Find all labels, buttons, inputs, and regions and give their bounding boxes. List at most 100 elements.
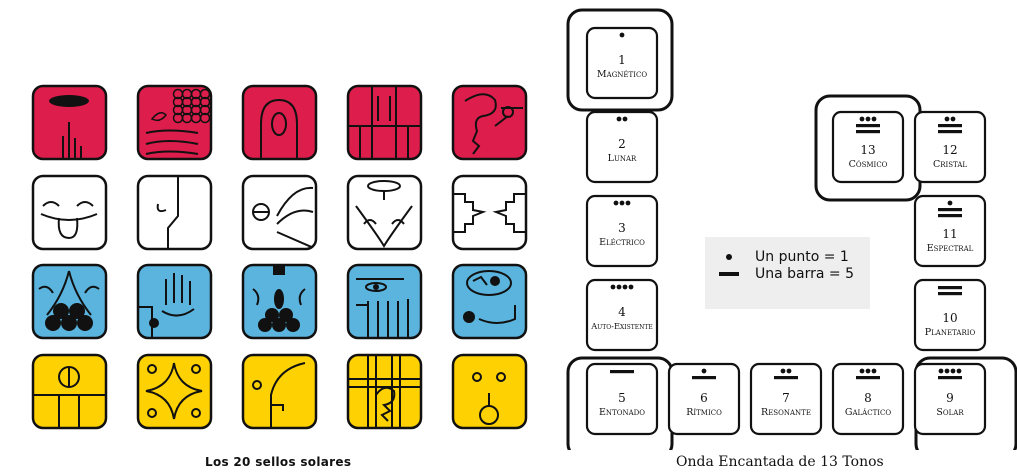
tone-number: 8 (864, 391, 872, 405)
tone-name: Entonado (599, 407, 645, 418)
dot-symbol (950, 116, 956, 122)
tone-number: 9 (946, 391, 954, 405)
dot-symbol (859, 368, 865, 374)
tone-number: 5 (618, 391, 626, 405)
tone-number: 3 (618, 221, 626, 235)
tone-name: Cristal (933, 159, 967, 170)
tone-number: 12 (942, 143, 957, 157)
star-seal-icon (241, 174, 318, 251)
dot-symbol (950, 368, 956, 374)
monkey-seal-icon (31, 263, 108, 340)
eagle-seal-icon (451, 263, 528, 340)
sun-seal-icon (451, 353, 528, 430)
solar-seals-grid (31, 84, 528, 430)
tone-number: 4 (618, 305, 626, 319)
night-seal-icon (241, 84, 318, 161)
wave-caption: Onda Encantada de 13 Tonos (676, 454, 884, 470)
wind-seal-icon (136, 84, 213, 161)
dot-symbol (726, 254, 732, 260)
tone-number: 13 (860, 143, 875, 157)
tone-name: Espectral (927, 243, 974, 254)
legend-bar-label: Una barra = 5 (755, 266, 854, 282)
tone-name: Lunar (608, 153, 637, 164)
dot-symbol (938, 368, 944, 374)
dot-symbol (871, 116, 877, 122)
dot-symbol (786, 368, 792, 374)
dot-symbol (628, 284, 634, 290)
dot-symbol (956, 368, 962, 374)
bar-symbol (938, 214, 962, 218)
bar-symbol (938, 124, 962, 128)
legend-box: Un punto = 1 Una barra = 5 (705, 237, 870, 309)
mirror-seal-icon (241, 353, 318, 430)
tone-number: 7 (782, 391, 790, 405)
dot-symbol (865, 116, 871, 122)
bar-symbol (938, 376, 962, 380)
dot-symbol (616, 284, 622, 290)
serpent-seal-icon (451, 84, 528, 161)
wizard-seal-icon (346, 263, 423, 340)
tone-number: 1 (618, 53, 626, 67)
hand-seal-icon (136, 174, 213, 251)
dot-symbol (859, 116, 865, 122)
tone-name: Solar (936, 407, 964, 418)
tone-name: Cósmico (849, 159, 888, 170)
tone-name: Galáctico (845, 407, 891, 418)
tone-number: 6 (700, 391, 708, 405)
bar-symbol (938, 130, 962, 134)
tone-name: Auto-Existente (590, 321, 653, 331)
bar-symbol (938, 292, 962, 296)
bar-symbol (938, 208, 962, 212)
tone-name: Resonante (761, 407, 811, 418)
bar-symbol (719, 272, 739, 276)
dot-symbol (625, 200, 631, 206)
dot-symbol (701, 368, 707, 374)
dragon-seal-icon (31, 84, 108, 161)
tone-number: 10 (942, 311, 957, 325)
warrior-seal-icon (31, 353, 108, 430)
tone-number: 11 (942, 227, 957, 241)
moon-seal-icon (346, 174, 423, 251)
dot-symbol (622, 116, 628, 122)
seed-seal-icon (346, 84, 423, 161)
tone-name: Eléctrico (599, 237, 645, 248)
dot-symbol (871, 368, 877, 374)
worldbridger-seal-icon (31, 174, 108, 251)
skywalker-seal-icon (241, 263, 318, 340)
bar-symbol (610, 370, 634, 374)
bar-symbol (938, 286, 962, 290)
dot-symbol (944, 368, 950, 374)
dot-symbol (619, 200, 625, 206)
dot-symbol (780, 368, 786, 374)
dot-symbol (610, 284, 616, 290)
tone-frame (566, 8, 674, 112)
bar-symbol (856, 130, 880, 134)
earth-seal-icon (136, 353, 213, 430)
dot-symbol (616, 116, 622, 122)
dot-symbol (947, 200, 953, 206)
tone-number: 2 (618, 137, 626, 151)
bar-symbol (856, 124, 880, 128)
legend-dot-label: Un punto = 1 (755, 249, 849, 265)
tone-name: Rítmico (686, 407, 722, 418)
tone-name: Magnético (597, 69, 647, 80)
bar-symbol (856, 376, 880, 380)
human-seal-icon (136, 263, 213, 340)
dot-symbol (944, 116, 950, 122)
bar-symbol (774, 376, 798, 380)
tone-name: Planetario (925, 327, 976, 338)
legend-dot-row: Un punto = 1 (717, 249, 849, 265)
